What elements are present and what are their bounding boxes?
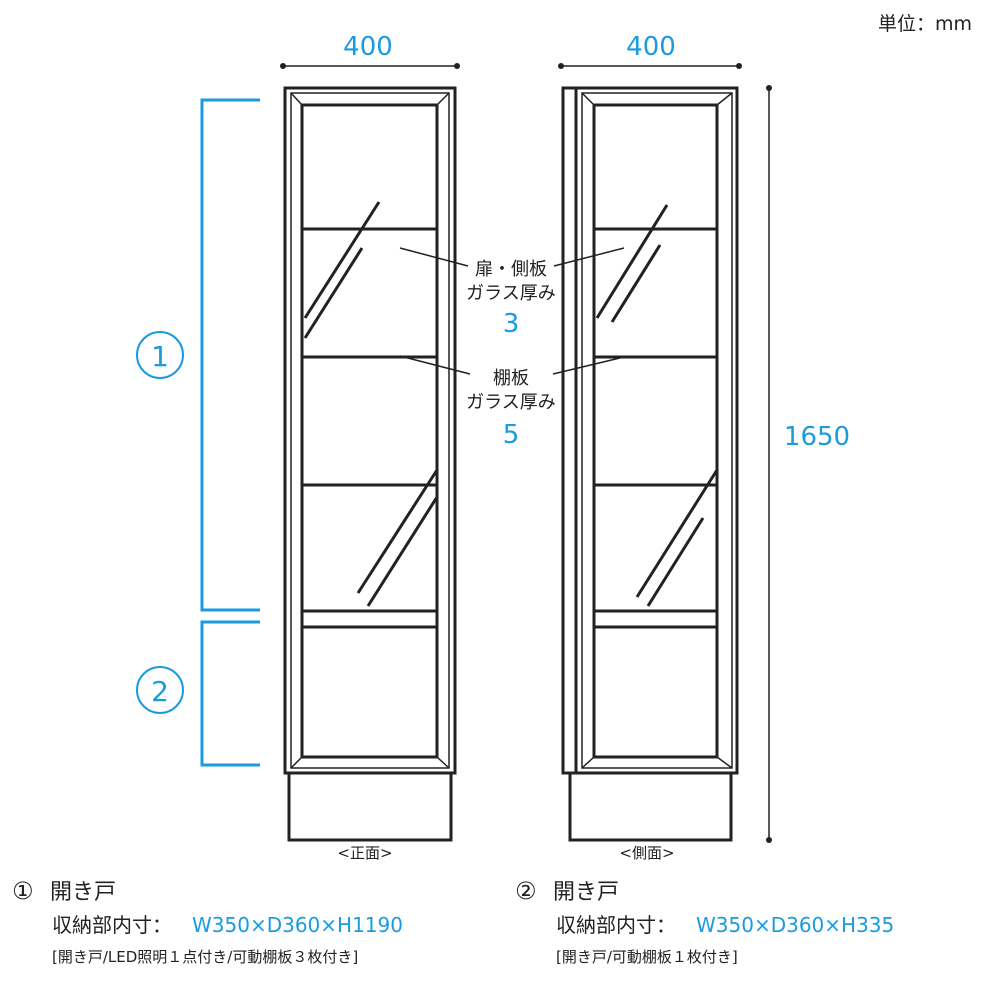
- section-2-spec: ② 開き戸 収納部内寸： W350×D360×H335 [開き戸/可動棚板１枚付…: [515, 877, 894, 966]
- side-view-cabinet: <側面>: [561, 86, 739, 862]
- svg-text:[開き戸/可動棚板１枚付き]: [開き戸/可動棚板１枚付き]: [556, 948, 738, 966]
- unit-label: 単位：mm: [878, 13, 972, 35]
- svg-text:棚板: 棚板: [493, 368, 529, 389]
- svg-text:[開き戸/LED照明１点付き/可動棚板３枚付き]: [開き戸/LED照明１点付き/可動棚板３枚付き]: [52, 948, 358, 966]
- section-2-bracket: 2: [136, 620, 260, 767]
- svg-text:5: 5: [503, 420, 520, 450]
- svg-text:扉・側板: 扉・側板: [475, 259, 547, 280]
- svg-text:開き戸: 開き戸: [50, 880, 116, 905]
- front-view-label: <正面>: [337, 844, 392, 862]
- front-width-dimension: 400: [280, 32, 460, 69]
- svg-text:W350×D360×H1190: W350×D360×H1190: [192, 913, 403, 937]
- svg-text:W350×D360×H335: W350×D360×H335: [696, 913, 894, 937]
- section-1-bracket: 1: [136, 98, 260, 612]
- svg-text:ガラス厚み: ガラス厚み: [466, 392, 556, 413]
- svg-text:3: 3: [503, 309, 520, 339]
- svg-text:400: 400: [343, 32, 393, 62]
- door-glass-callout: 扉・側板 ガラス厚み 3: [399, 247, 625, 339]
- section-1-spec: ① 開き戸 収納部内寸： W350×D360×H1190 [開き戸/LED照明１…: [12, 877, 403, 966]
- svg-text:400: 400: [626, 32, 676, 62]
- svg-text:①: ①: [12, 877, 34, 905]
- svg-text:収納部内寸：: 収納部内寸：: [52, 913, 172, 937]
- side-width-dimension: 400: [558, 32, 742, 69]
- shelf-glass-callout: 棚板 ガラス厚み 5: [399, 355, 625, 450]
- height-dimension: 1650: [766, 85, 850, 843]
- front-view-cabinet: <正面>: [283, 86, 457, 862]
- svg-text:開き戸: 開き戸: [553, 880, 619, 905]
- side-view-label: <側面>: [619, 844, 674, 862]
- svg-text:1: 1: [151, 340, 169, 373]
- svg-text:1650: 1650: [784, 422, 850, 452]
- svg-text:収納部内寸：: 収納部内寸：: [556, 913, 676, 937]
- svg-text:②: ②: [515, 877, 537, 905]
- svg-text:2: 2: [151, 675, 169, 708]
- svg-text:ガラス厚み: ガラス厚み: [466, 283, 556, 304]
